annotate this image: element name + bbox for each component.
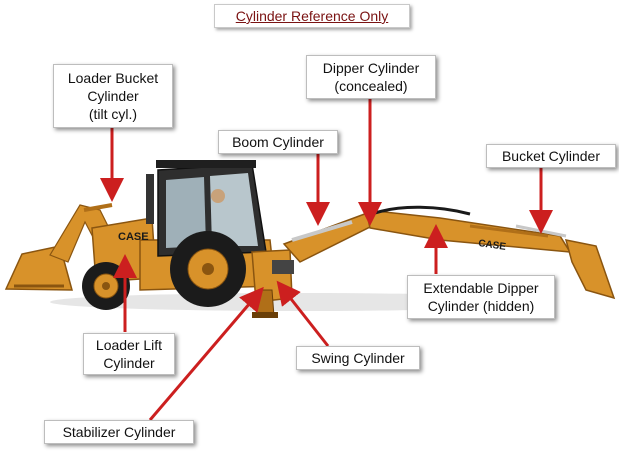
- label-bucket-cylinder: Bucket Cylinder: [486, 144, 616, 168]
- label-swing-cylinder: Swing Cylinder: [296, 346, 420, 370]
- cab-roof: [156, 160, 256, 168]
- brand-logo-arm: CASE: [478, 238, 507, 253]
- label-dipper-cylinder: Dipper Cylinder (concealed): [306, 55, 436, 99]
- operator: [211, 189, 225, 203]
- arrow-swing: [276, 280, 330, 347]
- label-boom-cylinder: Boom Cylinder: [218, 130, 338, 154]
- label-loader-lift-cylinder: Loader Lift Cylinder: [83, 333, 175, 375]
- arrow-stabilizer: [148, 286, 264, 421]
- brand-logo-front: CASE: [118, 231, 149, 243]
- label-stabilizer-cylinder: Stabilizer Cylinder: [44, 420, 194, 444]
- boom-cylinder: [291, 220, 353, 242]
- backhoe-bucket: [564, 239, 616, 300]
- extendable-dipper-section: [469, 224, 549, 238]
- label-extendable-dipper-cylinder: Extendable Dipper Cylinder (hidden): [407, 275, 555, 319]
- rear-hub: [202, 263, 214, 275]
- cab-window-front: [166, 177, 206, 248]
- loader-bucket-cylinder: [83, 203, 113, 212]
- stabilizer-pad: [252, 312, 278, 318]
- page-title: Cylinder Reference Only: [214, 4, 410, 28]
- label-loader-bucket-cylinder: Loader Bucket Cylinder (tilt cyl.): [53, 64, 173, 128]
- exhaust-stack: [146, 174, 154, 224]
- swing-cylinder: [272, 260, 294, 274]
- callout-arrows: [100, 98, 553, 421]
- front-hub: [102, 282, 110, 290]
